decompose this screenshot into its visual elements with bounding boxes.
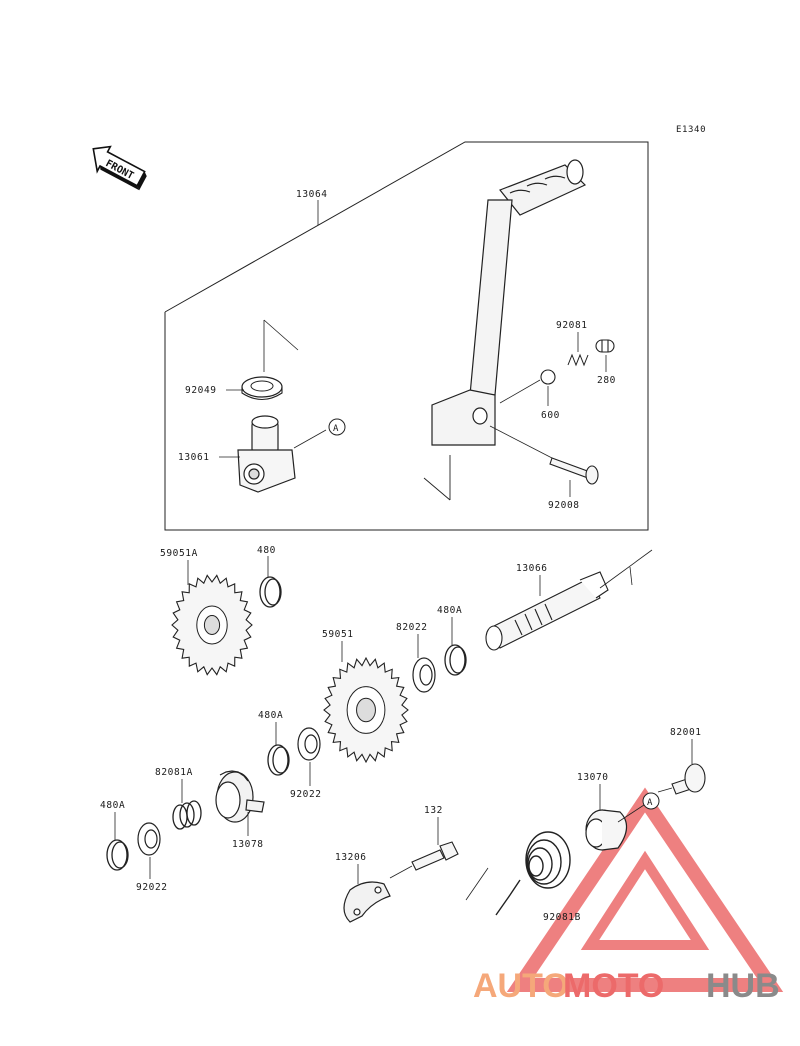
part-13206-guide bbox=[343, 881, 391, 923]
part-13070-collar bbox=[585, 809, 628, 851]
label-13064: 13064 bbox=[296, 189, 328, 200]
gear-bore bbox=[356, 697, 376, 723]
washer-axis-2 bbox=[263, 319, 299, 351]
part-600-ball bbox=[540, 369, 556, 385]
label-59051: 59051 bbox=[322, 629, 354, 640]
part-59051a-gear bbox=[171, 574, 253, 676]
part-92022-washer-lower bbox=[137, 822, 161, 856]
watermark-logo bbox=[506, 787, 784, 992]
label-59051a: 59051A bbox=[160, 548, 198, 559]
watermark-part3: HUB bbox=[706, 967, 780, 1005]
label-82022: 82022 bbox=[396, 622, 428, 633]
pedal-stem-line-2 bbox=[423, 477, 451, 501]
part-480a-ring-mid bbox=[267, 744, 290, 776]
gear-bore bbox=[203, 615, 221, 635]
part-92022-washer-mid bbox=[297, 727, 321, 761]
shaft-axis bbox=[599, 549, 653, 589]
kick-pedal-lever bbox=[431, 159, 587, 446]
label-13206: 13206 bbox=[335, 852, 367, 863]
part-13066-shaft bbox=[485, 571, 609, 651]
label-13070: 13070 bbox=[577, 772, 609, 783]
part-480-ring bbox=[259, 576, 282, 608]
bolt-axis bbox=[489, 425, 553, 459]
label-13078: 13078 bbox=[232, 839, 264, 850]
label-600: 600 bbox=[541, 410, 560, 421]
bolt-82001-axis bbox=[657, 787, 673, 793]
reference-code: E1340 bbox=[676, 125, 706, 135]
watermark-part2: MOTO bbox=[563, 967, 664, 1005]
ball-axis bbox=[499, 379, 541, 404]
part-82081a-spring bbox=[172, 800, 202, 830]
spring-axis bbox=[465, 867, 489, 901]
callout-a-label: A bbox=[333, 424, 339, 434]
collar-axis bbox=[617, 804, 645, 823]
label-480a-mid: 480A bbox=[258, 710, 283, 721]
part-132-bolt bbox=[411, 841, 459, 871]
label-92008: 92008 bbox=[548, 500, 580, 511]
part-92081-spring bbox=[567, 353, 589, 367]
part-59051-gear bbox=[323, 656, 409, 764]
part-82001-bolt bbox=[671, 763, 706, 795]
label-480a-upper: 480A bbox=[437, 605, 462, 616]
label-92022-mid: 92022 bbox=[290, 789, 322, 800]
part-92081b-spring bbox=[495, 831, 571, 916]
part-480a-ring-upper bbox=[444, 644, 467, 676]
label-480: 480 bbox=[257, 545, 276, 556]
label-480a-lower: 480A bbox=[100, 800, 125, 811]
label-13061: 13061 bbox=[178, 452, 210, 463]
label-132: 132 bbox=[424, 805, 443, 816]
watermark-text: AUTO MOTO HUB bbox=[473, 967, 780, 1005]
label-82081a: 82081A bbox=[155, 767, 193, 778]
front-arrow-icon: FRONT bbox=[92, 145, 147, 191]
label-280: 280 bbox=[597, 375, 616, 386]
bolt-132-axis bbox=[389, 865, 413, 879]
label-13066: 13066 bbox=[516, 563, 548, 574]
label-92081: 92081 bbox=[556, 320, 588, 331]
part-13078-ratchet bbox=[215, 770, 265, 823]
part-480a-ring-lower bbox=[106, 839, 129, 871]
label-92081b: 92081B bbox=[543, 912, 581, 923]
callout-a-label-2: A bbox=[647, 798, 653, 808]
part-13061-pivot bbox=[237, 415, 296, 493]
leader-a bbox=[293, 429, 327, 449]
watermark-part1: AUTO bbox=[473, 967, 569, 1005]
part-280-spring bbox=[595, 339, 615, 353]
label-92049: 92049 bbox=[185, 385, 217, 396]
part-92008-bolt bbox=[549, 457, 599, 485]
shaft-axis-2 bbox=[629, 566, 633, 586]
label-82001: 82001 bbox=[670, 727, 702, 738]
callout-a-marker-2 bbox=[642, 792, 660, 810]
part-82022-washer bbox=[412, 657, 436, 693]
assembly-frame bbox=[164, 141, 649, 531]
label-92022-lower: 92022 bbox=[136, 882, 168, 893]
part-92049-washer bbox=[241, 376, 283, 401]
callout-a-marker bbox=[328, 418, 346, 436]
